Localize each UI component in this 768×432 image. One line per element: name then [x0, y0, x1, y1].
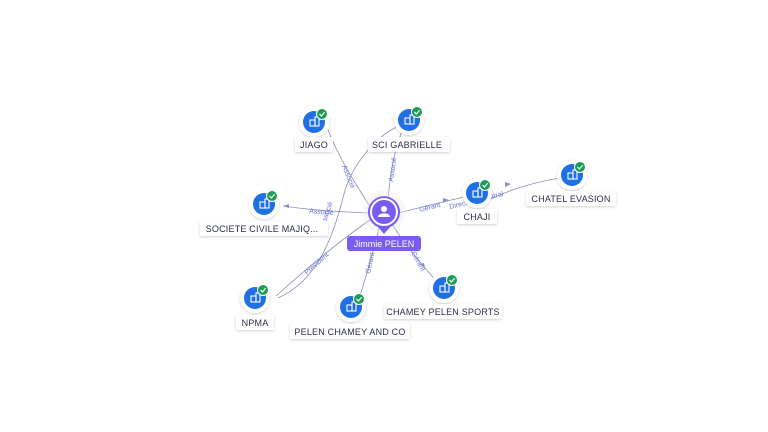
check-icon — [266, 190, 278, 202]
check-icon — [479, 179, 491, 191]
node-label-chatel-evasion: CHATEL EVASION — [531, 194, 610, 204]
check-icon — [257, 284, 269, 296]
edge-pelen-chamey: Gérant — [359, 223, 381, 297]
node-label-sci-gabrielle: SCI GABRIELLE — [372, 140, 442, 150]
user-icon — [378, 206, 390, 217]
edge-label-pelen-chamey: Gérant — [365, 252, 376, 274]
edge-chamey-sports: Gérant — [391, 223, 438, 283]
node-npma[interactable]: NPMA — [236, 283, 274, 330]
check-icon — [316, 108, 328, 120]
company-nodes: JIAGO SCI GABRIELLE — [200, 105, 616, 339]
node-label-societe-civile: SOCIETE CIVILE MAJIQ... — [206, 224, 319, 234]
node-chamey-sports[interactable]: CHAMEY PELEN SPORTS — [384, 273, 502, 319]
edge-label-societe-civile: Associé — [309, 208, 334, 217]
node-label-jiago: JIAGO — [300, 140, 328, 150]
edge-sci-gabrielle: Associé — [387, 123, 406, 201]
center-node[interactable]: Jimmie PELEN — [347, 190, 421, 251]
node-chaji[interactable]: CHAJI — [457, 178, 497, 224]
node-societe-civile[interactable]: SOCIETE CIVILE MAJIQ... — [200, 189, 328, 236]
edge-label-sci-gabrielle: Associé — [388, 157, 398, 182]
node-pelen-chamey[interactable]: PELEN CHAMEY AND CO — [290, 292, 410, 339]
node-label-chaji: CHAJI — [463, 212, 490, 222]
node-jiago[interactable]: JIAGO — [295, 107, 333, 152]
check-icon — [574, 161, 586, 173]
node-label-pelen-chamey: PELEN CHAMEY AND CO — [294, 327, 405, 337]
node-sci-gabrielle[interactable]: SCI GABRIELLE — [368, 105, 450, 152]
node-label-npma: NPMA — [242, 318, 269, 328]
edge-jiago: Associé — [327, 129, 373, 211]
edge-label-chaji: Gérant — [419, 202, 442, 214]
edge-label-chamey-sports: Gérant — [409, 251, 426, 273]
node-label-chamey-sports: CHAMEY PELEN SPORTS — [386, 307, 500, 317]
node-chatel-evasion[interactable]: CHATEL EVASION — [526, 160, 616, 206]
center-label: Jimmie PELEN — [354, 239, 415, 249]
edge-societe-civile: Associé — [282, 204, 371, 217]
check-icon — [353, 293, 365, 305]
check-icon — [446, 274, 458, 286]
edge-label-jiago: Associé — [340, 164, 356, 189]
check-icon — [411, 106, 423, 118]
